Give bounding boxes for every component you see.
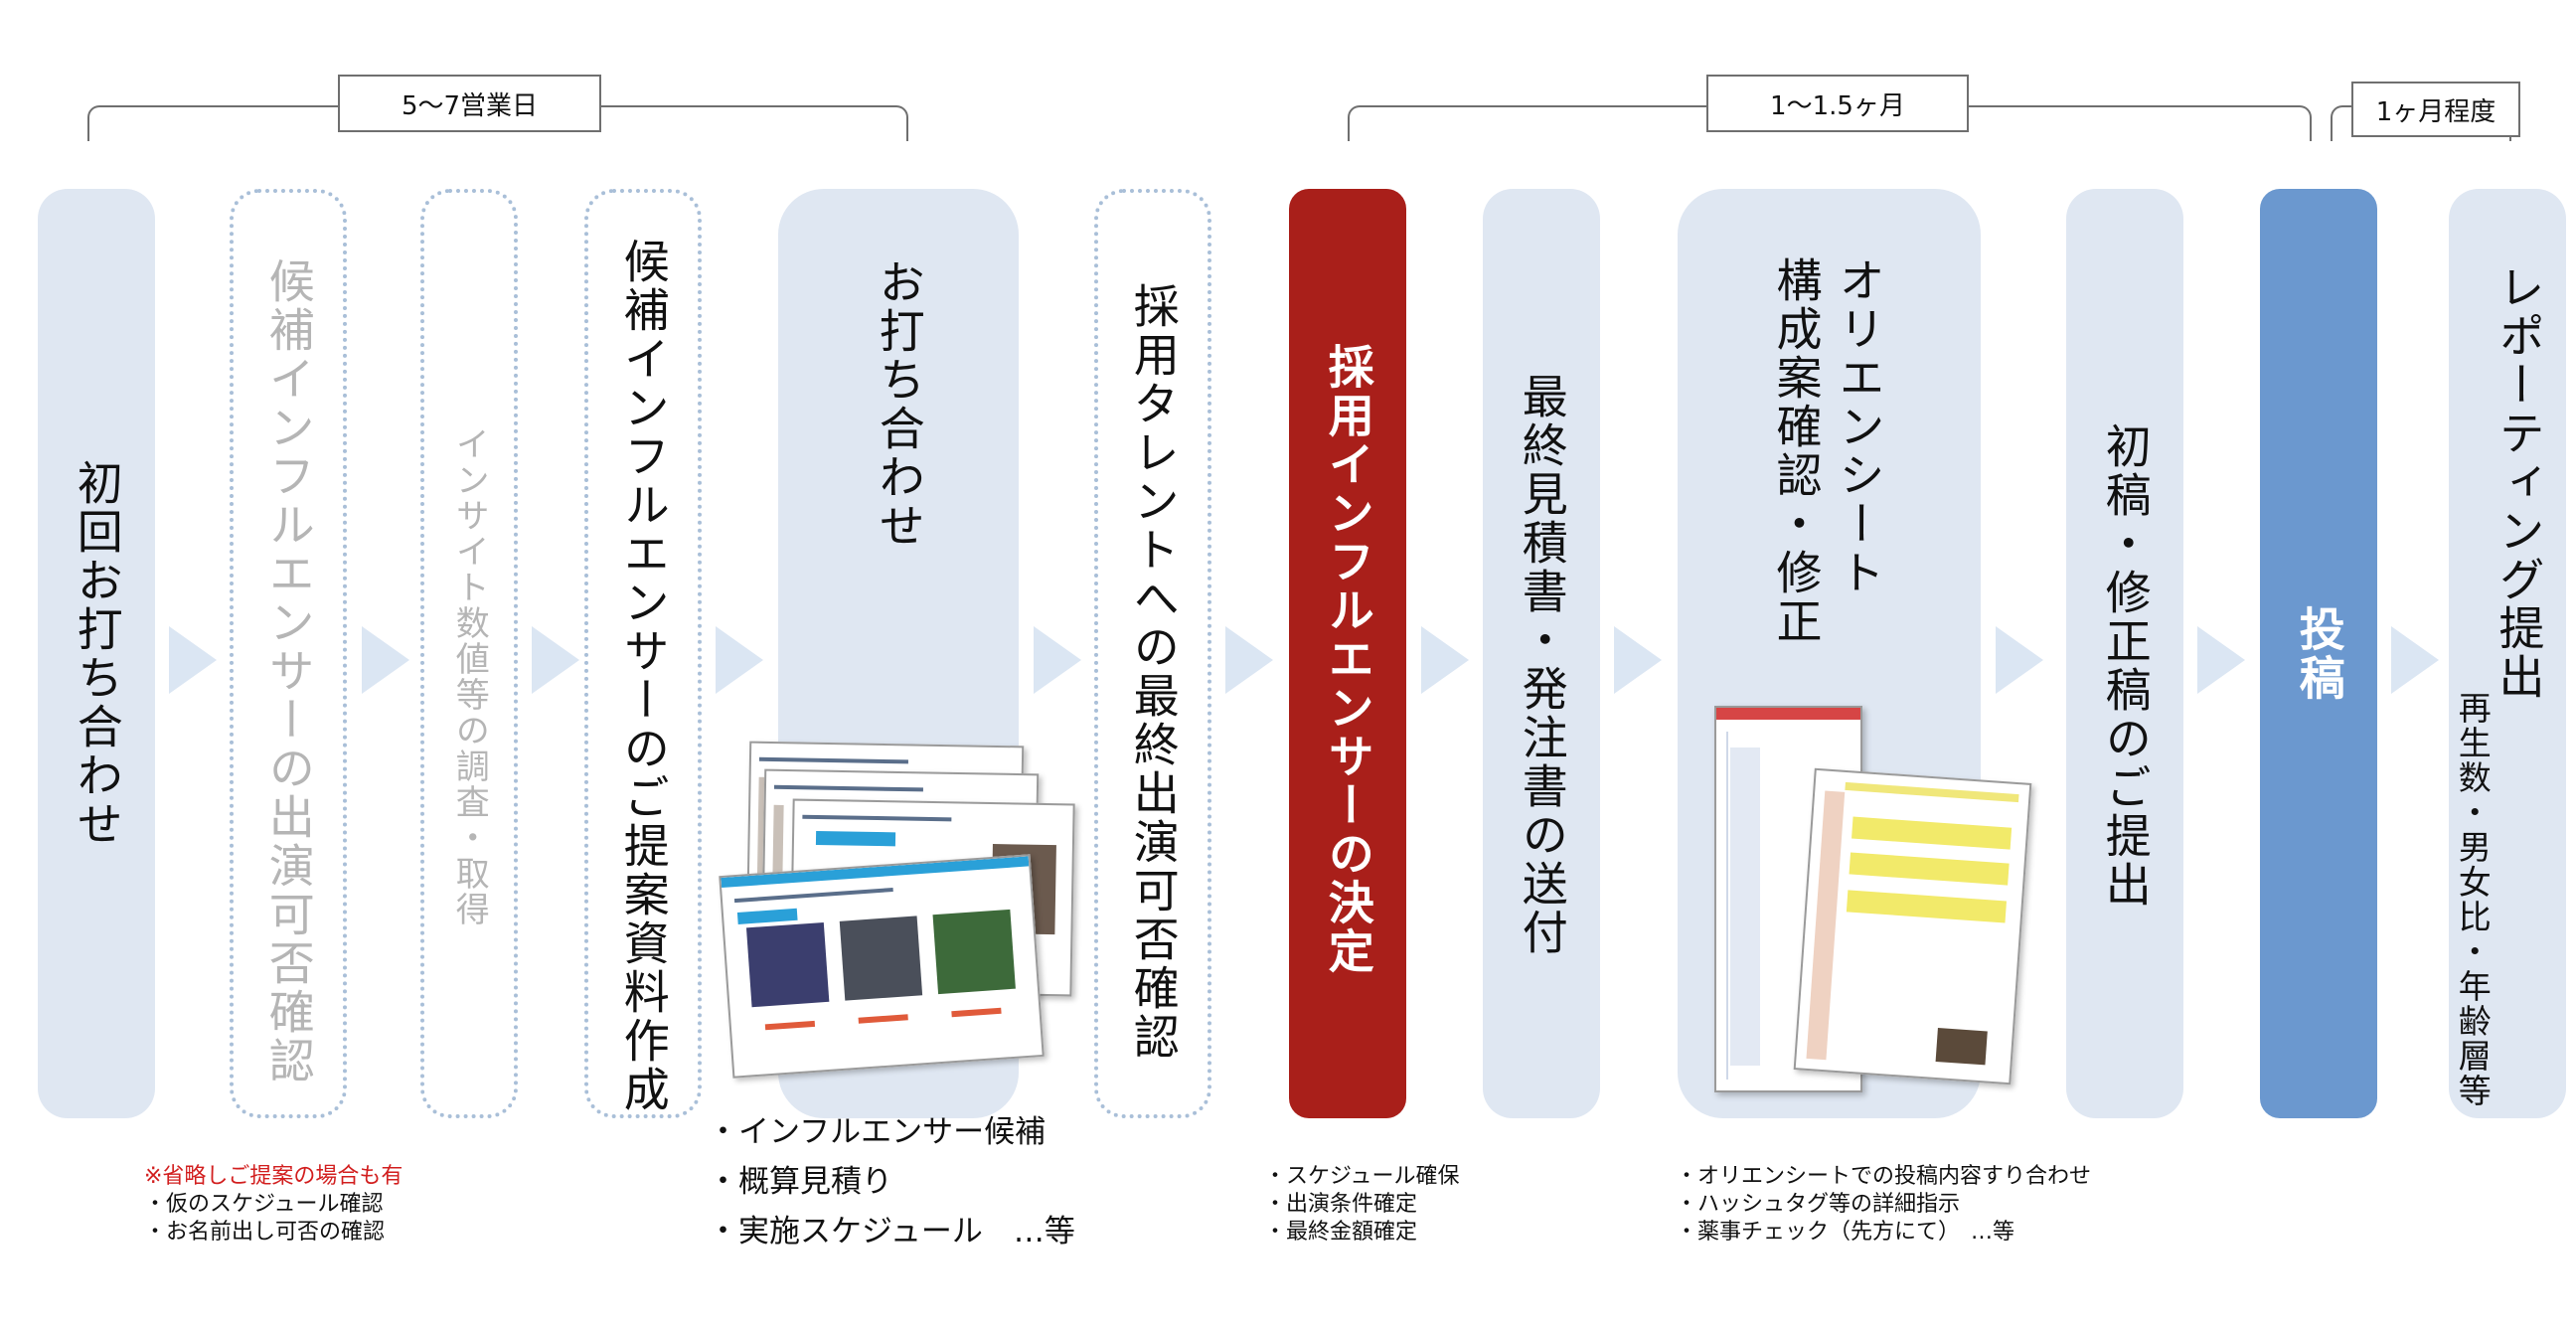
note-item: ・薬事チェック（先方にて） …等	[1676, 1220, 2015, 1245]
note-decision: ・スケジュール確保 ・出演条件確定 ・最終金額確定	[1264, 1163, 1459, 1247]
period-label-1: 5〜7営業日	[338, 75, 601, 132]
period-label-3: 1ヶ月程度	[2351, 82, 2520, 137]
note-item: ・仮のスケジュール確認	[144, 1192, 384, 1217]
step-draft-submission: 初稿・修正稿のご提出	[2066, 189, 2183, 1118]
note-headline: ※省略しご提案の場合も有	[144, 1164, 403, 1189]
note-proposal: ・インフルエンサー候補 ・概算見積り ・実施スケジュール …等	[708, 1107, 1075, 1256]
step-label: レポーティング提出	[2492, 263, 2546, 702]
step-label: インサイト数値等の調査・取得	[449, 426, 490, 927]
flow-arrow	[532, 626, 579, 694]
flow-arrow	[1996, 626, 2043, 694]
step-label: 候補インフルエンサーのご提案資料作成	[616, 238, 671, 1114]
step-label: 最終見積書・発注書の送付	[1515, 373, 1569, 957]
flow-arrow	[2391, 626, 2439, 694]
step-label: 初回お打ち合わせ	[70, 458, 124, 849]
step-label: 初稿・修正稿のご提出	[2098, 422, 2153, 910]
step-label: 投稿	[2292, 604, 2346, 703]
step-sublabel: 再生数・男女比・年齢層等	[2453, 691, 2493, 1108]
note-omission: ※省略しご提案の場合も有 ・仮のスケジュール確認 ・お名前出し可否の確認	[144, 1163, 402, 1247]
note-item: ・インフルエンサー候補	[708, 1114, 1046, 1150]
proposal-document-image	[719, 854, 1045, 1079]
step-label: 採用タレントへの最終出演可否確認	[1126, 282, 1181, 1062]
step-availability-check: 候補インフルエンサーの出演可否確認	[230, 189, 347, 1118]
period-label-2: 1〜1.5ヶ月	[1706, 75, 1969, 132]
step-posting: 投稿	[2260, 189, 2377, 1118]
flow-arrow	[1614, 626, 1662, 694]
note-item: ・お名前出し可否の確認	[144, 1220, 386, 1245]
flow-arrow	[1034, 626, 1081, 694]
step-proposal-creation: 候補インフルエンサーのご提案資料作成	[584, 189, 702, 1118]
orientation-sheet-image	[1793, 767, 2032, 1085]
note-orientation: ・オリエンシートでの投稿内容すり合わせ ・ハッシュタグ等の詳細指示 ・薬事チェッ…	[1676, 1163, 2091, 1247]
flow-arrow	[2197, 626, 2245, 694]
note-item: ・概算見積り	[708, 1164, 892, 1200]
step-label: お打ち合わせ	[872, 258, 926, 551]
step-label: 採用インフルエンサーの決定	[1321, 343, 1375, 976]
flow-arrow	[716, 626, 763, 694]
flow-arrow	[362, 626, 409, 694]
note-item: ・オリエンシートでの投稿内容すり合わせ	[1676, 1164, 2092, 1189]
step-reporting: レポーティング提出 再生数・男女比・年齢層等	[2449, 189, 2566, 1118]
step-influencer-decision: 採用インフルエンサーの決定	[1289, 189, 1406, 1118]
note-item: ・最終金額確定	[1264, 1220, 1418, 1245]
step-initial-meeting: 初回お打ち合わせ	[38, 189, 155, 1118]
flow-arrow	[1225, 626, 1273, 694]
step-insight-research: インサイト数値等の調査・取得	[420, 189, 518, 1118]
step-label-col1: オリエンシート	[1832, 256, 1886, 597]
flow-arrow	[1421, 626, 1469, 694]
flow-arrow	[169, 626, 217, 694]
step-label: 候補インフルエンサーの出演可否確認	[261, 257, 316, 1085]
step-quotation-send: 最終見積書・発注書の送付	[1483, 189, 1600, 1118]
step-final-confirmation: 採用タレントへの最終出演可否確認	[1094, 189, 1211, 1118]
note-item: ・ハッシュタグ等の詳細指示	[1676, 1192, 1961, 1217]
note-item: ・スケジュール確保	[1264, 1164, 1460, 1189]
step-label-col2: 構成案確認・修正	[1769, 256, 1824, 646]
note-item: ・出演条件確定	[1264, 1192, 1418, 1217]
note-item: ・実施スケジュール …等	[708, 1214, 1075, 1249]
